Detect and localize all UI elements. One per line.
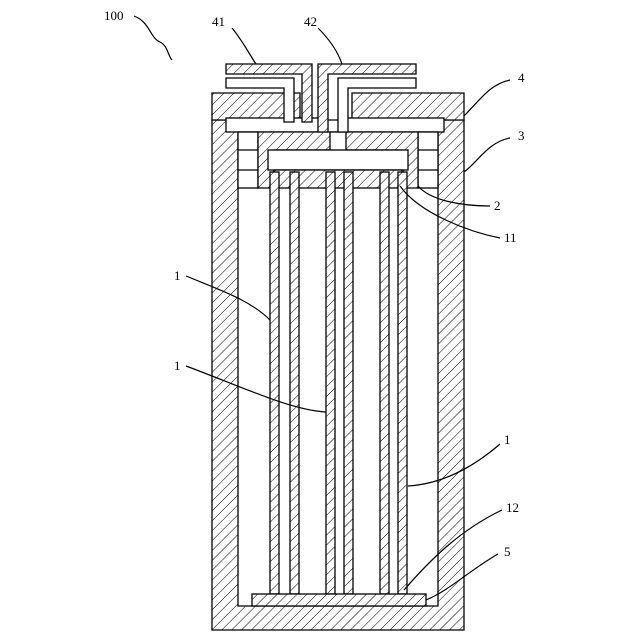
label-tube-middle: 1	[174, 358, 181, 373]
label-cap: 4	[518, 70, 525, 85]
label-tube-right: 1	[504, 432, 511, 447]
cap-step-right	[346, 118, 444, 132]
tube-right	[380, 172, 407, 594]
label-holder-bottom: 12	[506, 500, 519, 515]
label-terminal-41: 41	[212, 14, 225, 29]
base-plate	[252, 594, 426, 606]
holder-top-plate	[268, 150, 408, 170]
label-casing: 3	[518, 128, 525, 143]
label-tube-left: 1	[174, 268, 181, 283]
cap-right	[352, 93, 464, 120]
label-holder-top: 11	[504, 230, 517, 245]
casing	[212, 120, 464, 630]
label-base-plate: 5	[504, 544, 511, 559]
insulator-gap	[330, 132, 346, 152]
tube-left	[270, 172, 299, 594]
label-insulator: 2	[494, 198, 501, 213]
label-terminal-42: 42	[304, 14, 317, 29]
label-assembly: 100	[104, 8, 124, 23]
tube-middle	[326, 172, 353, 594]
